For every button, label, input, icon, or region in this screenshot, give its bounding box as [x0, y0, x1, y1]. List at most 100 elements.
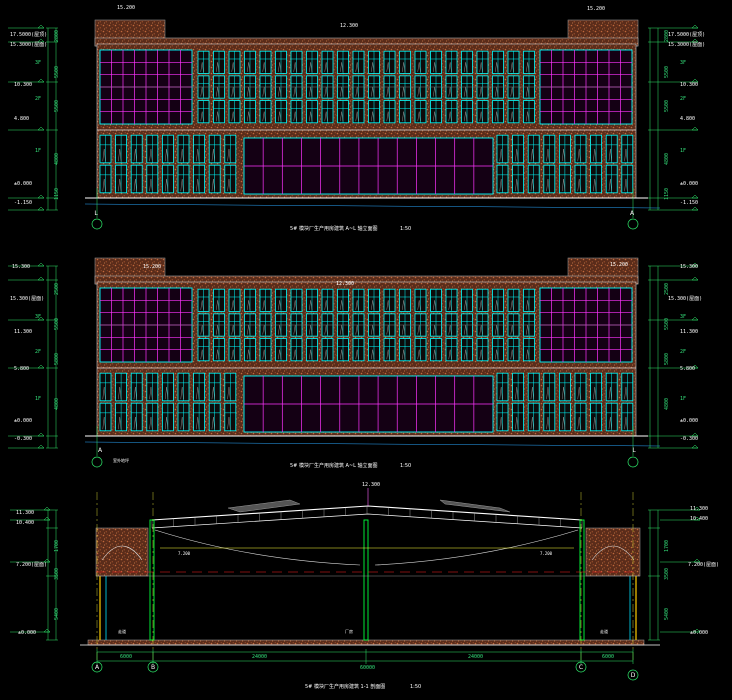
- floor-mark: 1F: [35, 396, 41, 402]
- grid-bubble-label: A: [95, 664, 100, 671]
- window-opening-mark: [561, 416, 566, 430]
- window-opening-mark: [624, 178, 628, 192]
- window-opening-mark: [102, 386, 106, 400]
- window-opening-mark: [340, 300, 344, 310]
- window-opening-mark: [118, 148, 122, 162]
- window-opening-mark: [309, 349, 313, 360]
- window-opening-mark: [200, 349, 204, 360]
- window-opening-mark: [510, 349, 514, 360]
- level-label: 10.400: [690, 516, 708, 522]
- window-opening-mark: [433, 349, 437, 360]
- level-triangle: [37, 194, 45, 199]
- window-opening-mark: [371, 300, 375, 310]
- room-label: 走道: [118, 628, 126, 634]
- window-opening-mark: [293, 300, 297, 310]
- e1-top-mid-level: 12.300: [340, 23, 358, 29]
- level-triangle: [37, 206, 45, 211]
- e2-left-levels: 15.300 15.300(屋面) 11.300 5.800 ±0.000 -0…: [10, 264, 44, 442]
- dim-text: 5500: [54, 100, 60, 112]
- window-opening-mark: [464, 300, 468, 310]
- floor-mark: 1F: [680, 148, 686, 154]
- window-opening-mark: [216, 349, 220, 360]
- e1-floor-marks: 3F 2F 1F 3F 2F 1F: [35, 60, 686, 154]
- level-triangle: [693, 516, 701, 521]
- dim-text: 4800: [664, 153, 670, 165]
- level-label: ±0.000: [14, 418, 32, 424]
- beam-right-label: 7.200: [540, 551, 553, 556]
- level-triangle: [691, 262, 699, 267]
- level-triangle: [43, 506, 51, 511]
- window-opening-mark: [231, 111, 235, 122]
- level-triangle: [43, 558, 51, 563]
- window-opening-mark: [293, 62, 297, 72]
- level-triangle: [37, 444, 45, 449]
- level-triangle: [37, 316, 45, 321]
- level-triangle: [691, 432, 699, 437]
- level-triangle: [37, 38, 45, 43]
- dim-text: 2800: [54, 30, 60, 42]
- window-opening-mark: [608, 386, 612, 400]
- dim-text: 6000: [602, 654, 614, 660]
- window-opening-mark: [231, 349, 235, 360]
- window-opening-mark: [118, 386, 122, 400]
- grid-bubble: [91, 456, 103, 468]
- section-left-dims: 1700 3500 5400: [54, 540, 60, 620]
- e1-grid-left: L: [94, 210, 98, 217]
- window-opening-mark: [464, 62, 468, 72]
- level-label: ±0.000: [680, 418, 698, 424]
- window-opening-mark: [577, 416, 581, 430]
- steel-column: [579, 519, 585, 641]
- level-triangle: [691, 444, 699, 449]
- window-opening-mark: [180, 148, 184, 162]
- level-triangle: [691, 316, 699, 321]
- dim-text: 4800: [54, 398, 60, 410]
- floor-mark: 1F: [35, 148, 41, 154]
- dim-text: 2800: [664, 30, 670, 42]
- window-opening-mark: [515, 148, 519, 162]
- window-opening-mark: [561, 148, 566, 162]
- window-opening-mark: [402, 62, 406, 72]
- level-triangle: [691, 38, 699, 43]
- steel-column: [149, 519, 155, 641]
- window-opening-mark: [262, 62, 266, 72]
- floor-mark: 2F: [680, 349, 686, 355]
- window-opening-mark: [262, 349, 266, 360]
- window-opening-mark: [278, 300, 282, 310]
- dim-text: 2500: [664, 283, 670, 295]
- window-opening-mark: [526, 300, 530, 310]
- window-opening-mark: [200, 300, 204, 310]
- haunch-curve: [374, 529, 579, 566]
- window-opening-mark: [211, 178, 215, 192]
- elevation-2: [8, 257, 699, 468]
- skylight: [227, 499, 301, 513]
- level-triangle: [37, 78, 45, 83]
- window-opening-mark: [386, 62, 390, 72]
- window-opening-mark: [510, 111, 514, 122]
- dim-text: 24000: [468, 654, 483, 660]
- window-opening-mark: [227, 178, 231, 192]
- e1-left-dims: 2800 5500 5500 4800 1150: [54, 30, 60, 200]
- window-opening-mark: [479, 111, 483, 122]
- window-opening-mark: [133, 148, 137, 162]
- section-span-dims: 6000 24000 24000 6000 60000: [120, 654, 614, 671]
- window-opening-mark: [479, 300, 483, 310]
- window-opening-mark: [546, 386, 550, 400]
- window-opening-mark: [324, 111, 328, 122]
- window-opening-mark: [340, 62, 344, 72]
- arch-opening: [101, 545, 143, 561]
- grid-bubble-label: D: [631, 672, 636, 679]
- dim-text: 1700: [54, 540, 60, 552]
- floor-mark: 3F: [680, 60, 686, 66]
- window-opening-mark: [433, 62, 437, 72]
- window-opening-mark: [546, 178, 550, 192]
- window-opening-mark: [133, 386, 137, 400]
- room-label: 走道: [600, 628, 608, 634]
- steel-column: [363, 519, 369, 641]
- window-opening-mark: [608, 148, 612, 162]
- window-opening-mark: [196, 178, 200, 192]
- window-opening-mark: [247, 62, 251, 72]
- window-opening-mark: [196, 148, 200, 162]
- window-opening-mark: [149, 178, 153, 192]
- floor-mark: 2F: [35, 96, 41, 102]
